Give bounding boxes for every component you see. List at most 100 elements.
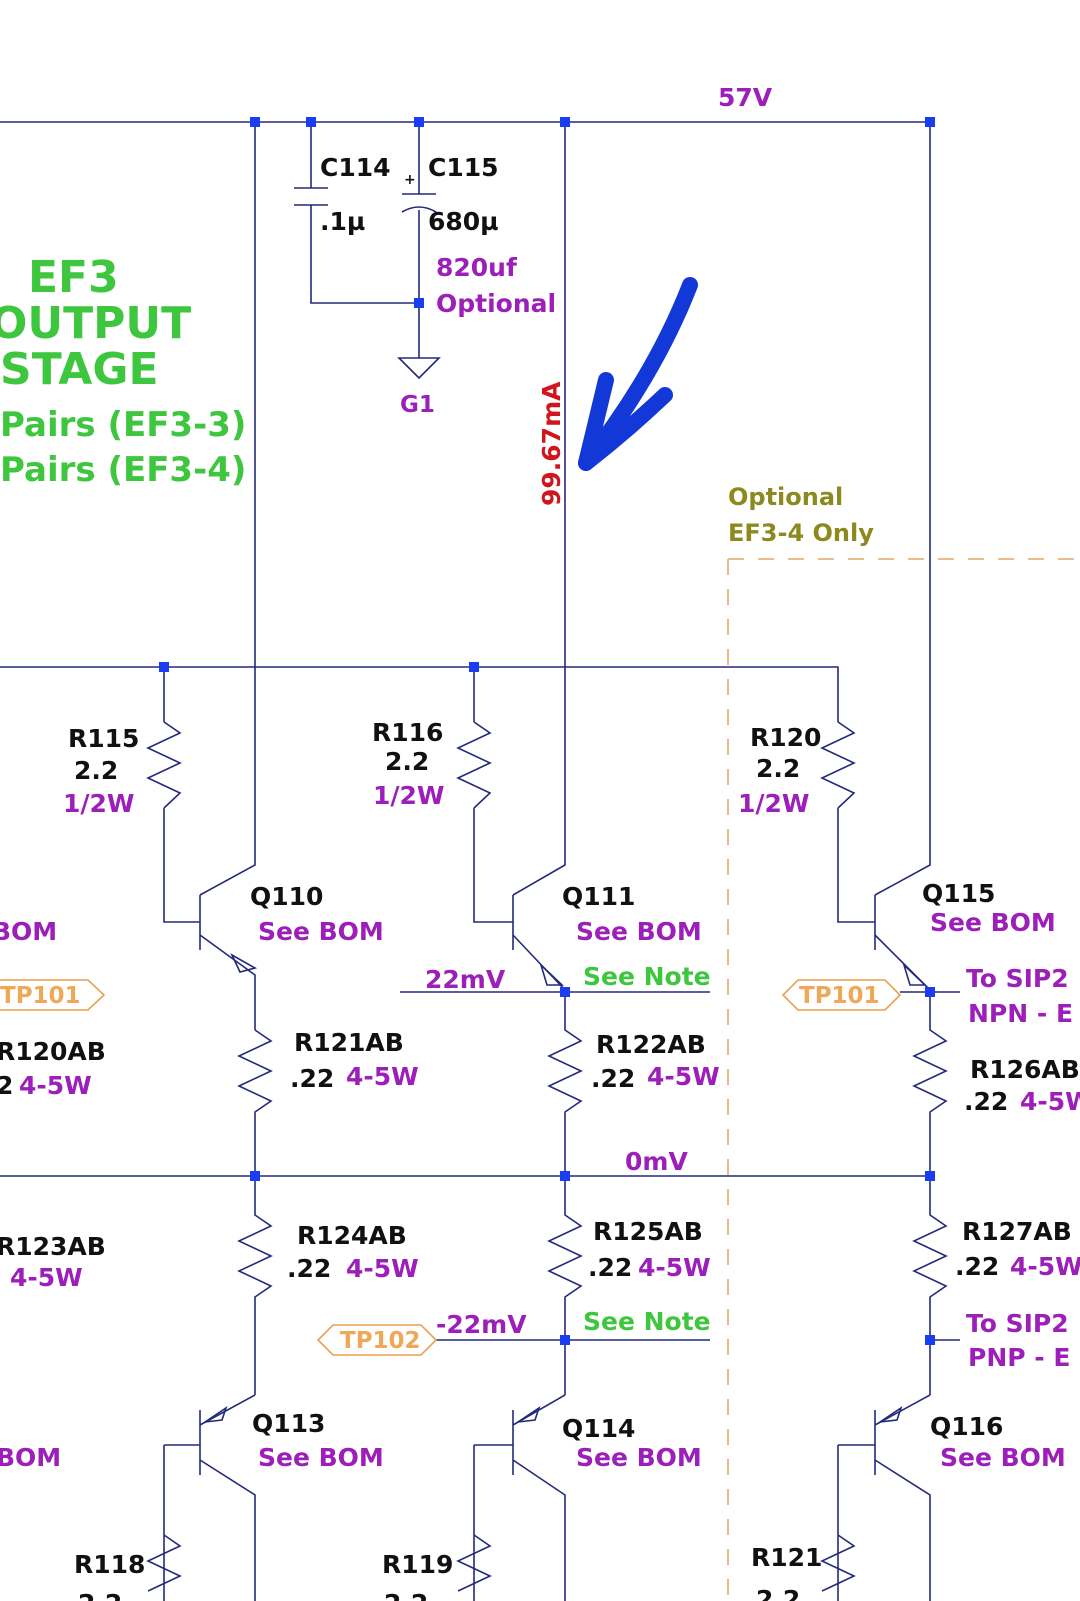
sip-bottom-line-2: PNP - E: [968, 1343, 1070, 1372]
r119-ref: R119: [382, 1550, 453, 1579]
q111-ref: Q111: [562, 882, 635, 911]
r121ab-power: 4-5W: [346, 1062, 419, 1091]
q110-body: [199, 895, 256, 1030]
r125ab-value: .22: [588, 1253, 632, 1282]
title-block: EF3 OUTPUT STAGE Pairs (EF3-3) Pairs (EF…: [0, 252, 246, 490]
q115-body: [874, 895, 931, 991]
title-line-5: Pairs (EF3-4): [0, 450, 246, 490]
q114-body: [473, 1394, 566, 1601]
q113-note: See BOM: [258, 1443, 384, 1472]
r116-zigzag: [456, 721, 492, 809]
r126ab-ref: R126AB: [970, 1055, 1080, 1084]
r115-value: 2.2: [74, 756, 118, 785]
q113-body: [163, 1394, 256, 1601]
r121-ref: R121: [751, 1543, 822, 1572]
q115-note: See BOM: [930, 908, 1056, 937]
left-top-partial-bom: BOM: [0, 917, 57, 946]
q110-emitter-arrow: [230, 953, 258, 973]
r116-value: 2.2: [385, 747, 429, 776]
r120-value: 2.2: [756, 754, 800, 783]
drive-bus: [0, 666, 839, 722]
r115-zigzag: [146, 721, 182, 809]
r115-ref: R115: [68, 724, 139, 753]
node: [250, 1171, 260, 1181]
junction-nodes: [159, 117, 935, 1345]
r127ab-ref: R127AB: [962, 1217, 1072, 1246]
title-line-4: Pairs (EF3-3): [0, 405, 246, 445]
q111-body: [512, 895, 566, 991]
see-note-bottom: See Note: [583, 1307, 711, 1336]
net-voltage-minus-22mv: -22mV: [436, 1310, 527, 1339]
wires: [0, 121, 960, 1601]
optional-label-2: EF3-4 Only: [728, 519, 874, 547]
r125ab-power: 4-5W: [638, 1253, 711, 1282]
q114-ref: Q114: [562, 1414, 635, 1443]
r121-zigzag: [820, 1534, 856, 1592]
r120ab-power: 4-5W: [19, 1071, 92, 1100]
r125ab-ref: R125AB: [593, 1217, 703, 1246]
c114-branch: [310, 122, 419, 304]
q116-emitter-arrow: [879, 1406, 903, 1423]
r124ab-zigzag: [237, 1176, 273, 1395]
tp102-label: TP102: [340, 1328, 421, 1354]
r127ab-zigzag: [912, 1176, 948, 1395]
r122ab-zigzag: [547, 992, 583, 1176]
r120-power: 1/2W: [738, 789, 810, 818]
r116-ref: R116: [372, 718, 443, 747]
tp101-right-flag: [781, 979, 902, 1011]
r120ab-ref: R120AB: [0, 1037, 106, 1066]
c115-polarity: +: [404, 172, 416, 188]
tp101-left-flag: [0, 979, 106, 1011]
node: [560, 1335, 570, 1345]
r124ab-ref: R124AB: [297, 1221, 407, 1250]
c115-ref: C115: [428, 153, 499, 182]
r120-lead: [837, 808, 875, 923]
optional-region-border: [727, 558, 1080, 1601]
node: [469, 662, 479, 672]
sip-top-line-2: NPN - E: [968, 999, 1073, 1028]
title-line-3: STAGE: [0, 344, 159, 395]
q111-note: See BOM: [576, 917, 702, 946]
c114-plates: [294, 187, 328, 206]
net-voltage-22mv: 22mV: [425, 965, 506, 994]
collector-line-q115: [874, 122, 931, 896]
r122ab-power: 4-5W: [647, 1062, 720, 1091]
r120ab-value: 2: [0, 1071, 13, 1100]
node: [306, 117, 316, 127]
r123ab-power: 4-5W: [10, 1263, 83, 1292]
q114-note: See BOM: [576, 1443, 702, 1472]
node: [414, 298, 424, 308]
r118-ref: R118: [74, 1550, 145, 1579]
r126ab-power: 4-5W: [1020, 1087, 1080, 1116]
r125ab-zigzag: [547, 1176, 583, 1395]
ground-symbol: [397, 357, 441, 380]
r118-zigzag: [146, 1534, 182, 1592]
tp101-left-label: TP101: [0, 983, 81, 1009]
collector-line-q110: [199, 122, 256, 896]
tp102-flag: [316, 1324, 438, 1356]
tp101-right-label: TP101: [799, 983, 880, 1009]
annotation-arrow-icon: [578, 277, 698, 471]
r127ab-value: .22: [955, 1252, 999, 1281]
q115-emitter-arrow: [902, 962, 927, 986]
q113-ref: Q113: [252, 1409, 325, 1438]
c115-value: 680µ: [428, 207, 499, 236]
r124ab-power: 4-5W: [346, 1254, 419, 1283]
collector-line-q111: [512, 122, 566, 896]
title-line-2: OUTPUT: [0, 298, 191, 349]
q116-note: See BOM: [940, 1443, 1066, 1472]
c114-value: .1µ: [320, 207, 365, 236]
node: [414, 117, 424, 127]
r122ab-value: .22: [591, 1064, 635, 1093]
r115-lead: [163, 667, 200, 923]
node: [925, 987, 935, 997]
optional-label-1: Optional: [728, 483, 843, 511]
title-line-1: EF3: [28, 252, 119, 303]
q116-ref: Q116: [930, 1412, 1003, 1441]
node: [250, 117, 260, 127]
sip-bottom-line-1: To SIP2: [966, 1309, 1069, 1338]
q111-emitter-arrow: [539, 962, 564, 986]
q110-note: See BOM: [258, 917, 384, 946]
left-bottom-partial-bom: BOM: [0, 1443, 61, 1472]
